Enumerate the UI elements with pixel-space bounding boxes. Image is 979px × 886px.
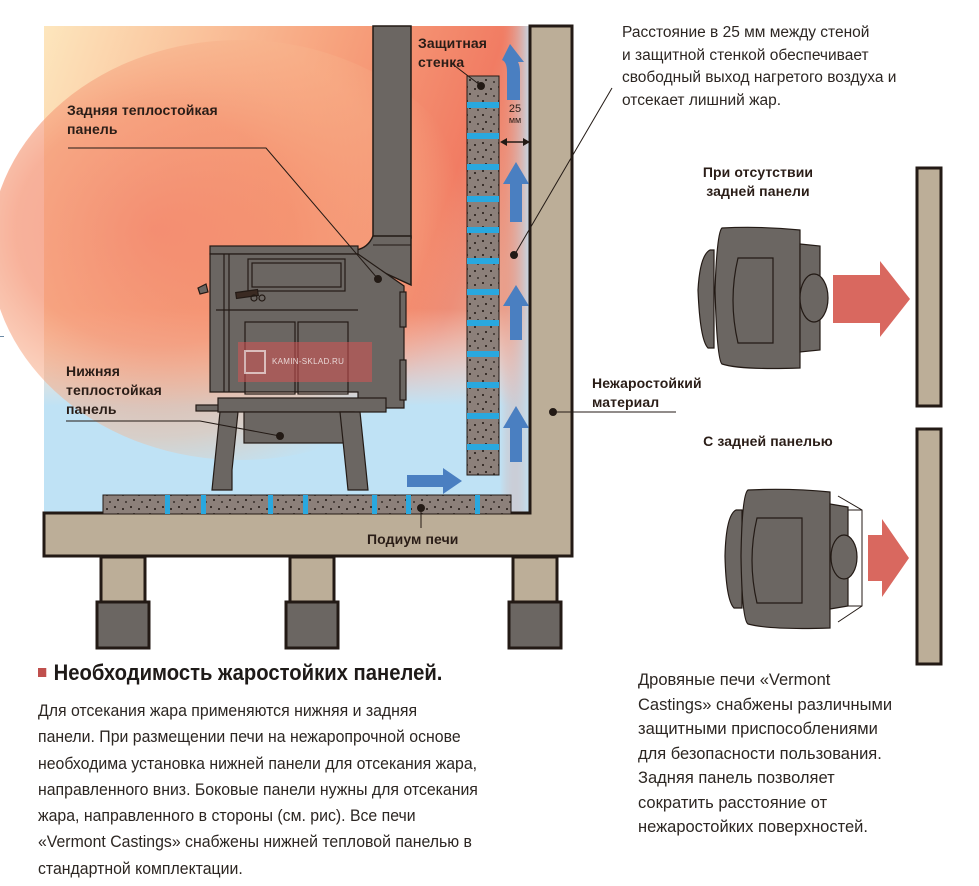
gap-unit: мм (508, 115, 522, 125)
stove-top-view-without-panel (697, 166, 943, 408)
gap-value: 25 (508, 103, 522, 115)
edge-artifact (0, 336, 4, 347)
label-lower-panel: Нижняя теплостойкая панель (66, 363, 162, 417)
airflow-arrow-up-icon (503, 162, 529, 222)
wall-and-floor (42, 24, 574, 558)
airflow-arrow-right-icon (407, 468, 462, 494)
airflow-arrows (407, 44, 529, 494)
section-heading: Необходимость жаростойких панелей. (38, 660, 442, 686)
watermark-text: KAMIN-SKLAD.RU (272, 357, 345, 366)
stove-top-view-with-panel (724, 427, 943, 666)
gap-dimension-label: 25 мм (500, 104, 530, 126)
heat-arrow-right-icon (868, 519, 909, 597)
protective-wall (466, 75, 500, 476)
label-podium: Подиум печи (367, 531, 459, 547)
title-with-panel: С задней панелью (703, 433, 833, 449)
airflow-arrow-up-icon (503, 285, 529, 340)
leader-lines (66, 62, 676, 528)
watermark: KAMIN-SKLAD.RU (238, 342, 372, 382)
section-heading-text: Необходимость жаростойких панелей. (53, 660, 443, 685)
chimney-pipe (355, 25, 412, 287)
airflow-arrow-up-icon (503, 406, 529, 462)
label-protective-wall: Защитная стенка (418, 35, 488, 70)
gap-dimension-arrow (500, 138, 530, 146)
label-non-fireproof-material: Нежаростойкий материал (592, 375, 702, 410)
bullet-square-icon (38, 667, 47, 677)
title-without-panel: При отсутствии задней панели (702, 164, 814, 199)
side-note: Дровяные печи «Vermont Castings» снабжен… (638, 671, 893, 836)
stove-podium (102, 494, 512, 515)
floor-supports (95, 555, 563, 650)
heat-arrow-right-icon (833, 261, 910, 337)
gap-callout-note: Расстояние в 25 мм между стеной и защитн… (622, 24, 897, 109)
label-rear-panel: Задняя теплостойкая панель (67, 102, 218, 137)
airflow-arrow-up-curved-icon (502, 44, 524, 100)
watermark-logo-icon (244, 350, 266, 374)
section-body: Для отсекания жара применяются нижняя и … (38, 702, 478, 878)
